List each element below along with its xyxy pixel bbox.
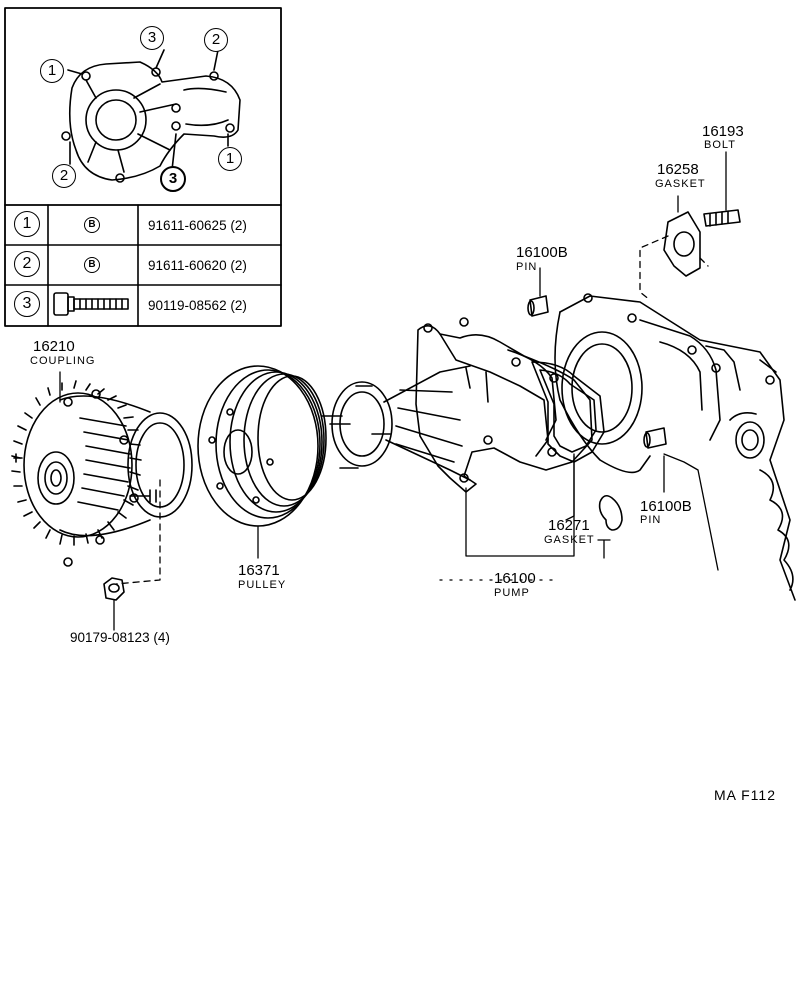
nut-drawing: [103, 577, 125, 601]
nut-part-number: 90179-08123 (4): [70, 630, 170, 645]
coupling-part-number: 16210: [33, 338, 75, 355]
pin-lower-part-number: 16100B: [640, 498, 692, 515]
inset-callout-1-right: 1: [218, 147, 242, 171]
figure-code: MA F112: [714, 787, 776, 803]
pulley-drawing: [197, 365, 327, 527]
water-pump-drawing: [321, 317, 593, 493]
table-symbol-b-2: B: [84, 257, 100, 273]
pin-upper-part-number: 16100B: [516, 244, 568, 261]
table-part-number-2: 91611-60620 (2): [148, 258, 247, 273]
timing-cover-drawing: [554, 293, 796, 601]
inset-callout-3-bottom: 3: [160, 166, 186, 192]
inset-pump-outline: [61, 49, 241, 183]
coupling-part-name: COUPLING: [30, 355, 96, 367]
inset-frame: [4, 7, 282, 327]
pump-part-number: 16100: [494, 570, 536, 587]
table-part-number-3: 90119-08562 (2): [148, 298, 247, 313]
pins-gaskets-drawing: [527, 209, 741, 531]
table-key-1: 1: [14, 211, 40, 237]
pump-gasket-part-number: 16271: [548, 517, 590, 534]
outlet-gasket-part-number: 16258: [657, 161, 699, 178]
inset-callout-2-right: 2: [204, 28, 228, 52]
inset-callout-2-left: 2: [52, 164, 76, 188]
table-key-2: 2: [14, 251, 40, 277]
pulley-part-number: 16371: [238, 562, 280, 579]
table-symbol-b-1: B: [84, 217, 100, 233]
outlet-gasket-part-name: GASKET: [655, 178, 706, 190]
pump-gasket-part-name: GASKET: [544, 534, 595, 546]
pin-upper-part-name: PIN: [516, 261, 538, 273]
table-key-3: 3: [14, 291, 40, 317]
pin-lower-part-name: PIN: [640, 514, 662, 526]
bolt-icon: [53, 292, 129, 316]
pump-gasket-drawing: [531, 361, 605, 463]
fan-coupling-drawing: [11, 380, 193, 567]
pump-part-name: PUMP: [494, 587, 530, 599]
inset-callout-1-top: 1: [40, 59, 64, 83]
bolt-part-number: 16193: [702, 123, 744, 140]
leader-lines: [59, 151, 727, 631]
table-part-number-1: 91611-60625 (2): [148, 218, 247, 233]
bolt-part-name: BOLT: [704, 139, 736, 151]
pulley-part-name: PULLEY: [238, 579, 287, 591]
inset-callout-3-top: 3: [140, 26, 164, 50]
